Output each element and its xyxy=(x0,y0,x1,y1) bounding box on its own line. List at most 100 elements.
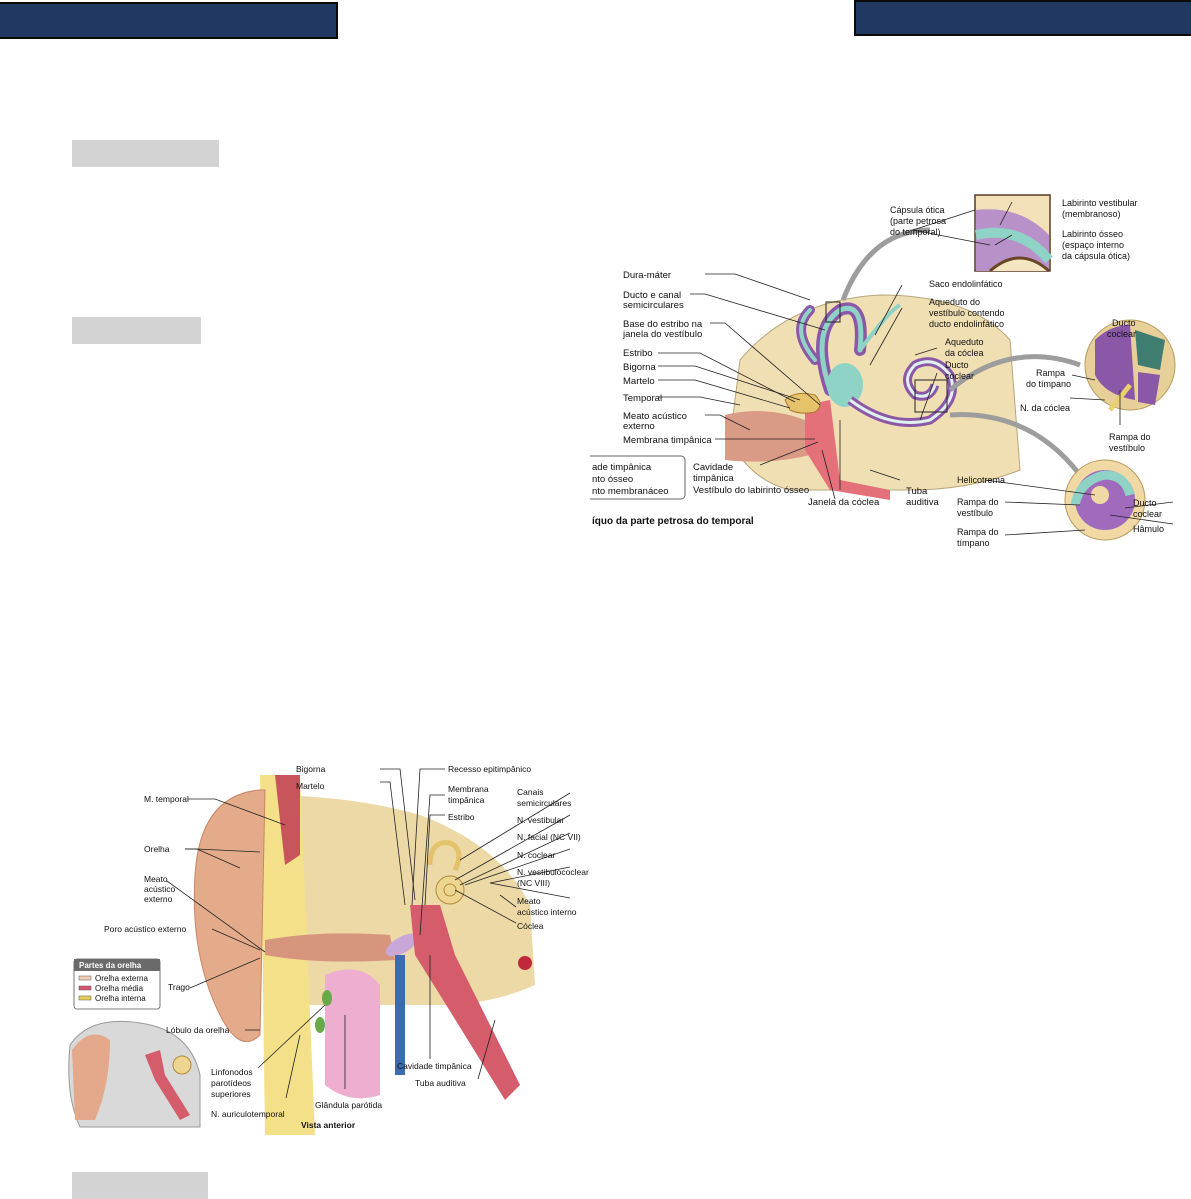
vestibule-shape xyxy=(827,363,863,407)
label-trago: Trago xyxy=(168,982,190,992)
label-bigorna: Bigorna xyxy=(623,362,656,373)
label-base-estribo-1: Base do estribo na xyxy=(623,319,703,330)
redacted-heading-1 xyxy=(72,140,219,167)
label-hamulo: Hâmulo xyxy=(1133,524,1164,534)
label-lab-vest-1: Labirinto vestibular xyxy=(1062,198,1138,208)
inset-section-scala-tympani xyxy=(1095,325,1135,400)
label-lab-vest-2: (membranoso) xyxy=(1062,209,1121,219)
label-n-vestibular: N. vestibular xyxy=(517,815,564,825)
label-n-facial: N. facial (NC VII) xyxy=(517,832,581,842)
label-martelo: Martelo xyxy=(623,376,655,387)
label-linf-3: superiores xyxy=(211,1089,251,1099)
small-ear-inset xyxy=(68,1020,201,1128)
redacted-heading-3 xyxy=(72,1172,208,1199)
label-membrana-2: timpânica xyxy=(448,795,485,805)
header-bar-left xyxy=(0,2,338,39)
label-meato-2: acústico xyxy=(144,884,175,894)
label-m-temporal: M. temporal xyxy=(144,794,189,804)
tympanic-membrane-shape xyxy=(385,933,419,957)
cochlea-highlight-box xyxy=(914,379,948,413)
inset-section-cochlear-duct xyxy=(1135,330,1165,370)
arrow-to-section-inset xyxy=(948,354,1081,392)
label-ducto-canal-2: semicirculares xyxy=(623,300,684,311)
label-meato-1: Meato xyxy=(144,874,168,884)
label-cavidade-timpanica: Cavidade timpânica xyxy=(397,1061,472,1071)
external-canal-shape xyxy=(725,411,810,462)
header-bar-right xyxy=(854,0,1191,36)
inset-capsule-bone xyxy=(989,256,1051,273)
label-section-ducto-1: Ducto xyxy=(1112,318,1136,328)
label-ducto-coclear-2: coclear xyxy=(945,371,974,381)
label-aqued-vest-1: Aqueduto do xyxy=(929,297,980,307)
label-n-coclear: N. coclear xyxy=(517,850,555,860)
label-cavidade-1: Cavidade xyxy=(693,462,733,473)
legend-label-interna: Orelha interna xyxy=(95,994,146,1003)
label-canais-1: Canais xyxy=(517,787,543,797)
partial-legend: ade timpânica nto ósseo nto membranáceo xyxy=(592,462,669,497)
legend-label-media: Orelha média xyxy=(95,984,144,993)
label-helicotrema: Helicotrema xyxy=(957,475,1005,485)
label-temporal: Temporal xyxy=(623,393,662,404)
temporal-muscle xyxy=(275,775,300,865)
arrow-to-spiral-inset xyxy=(949,412,1082,477)
label-recesso: Recesso epitimpânico xyxy=(448,764,531,774)
label-section-rampa-t-2: do tímpano xyxy=(1026,379,1071,389)
label-linf-1: Linfonodos xyxy=(211,1067,253,1077)
label-linf-2: parotídeos xyxy=(211,1078,251,1088)
label-martelo: Martelo xyxy=(296,781,325,791)
label-n-vc-1: N. vestibulococlear xyxy=(517,867,589,877)
label-bigorna: Bigorna xyxy=(296,764,326,774)
arrow-to-capsule-inset xyxy=(840,227,931,301)
label-ducto-coclear-1: Ducto xyxy=(945,360,969,370)
leader-lines-top xyxy=(658,201,1174,536)
labels-right-bottom: Canais semicirculares N. vestibular N. f… xyxy=(517,787,589,931)
auditory-tube-shape xyxy=(410,905,520,1100)
legend-swatch-media xyxy=(78,985,92,991)
leader-lines-bottom xyxy=(166,768,571,1099)
label-n-auriculotemporal: N. auriculotemporal xyxy=(211,1109,285,1119)
legend-items: Orelha externa Orelha média Orelha inter… xyxy=(78,974,148,1003)
label-lab-osseo-2: (espaço interno xyxy=(1062,240,1124,250)
label-aqued-vest-3: ducto endolinfático xyxy=(929,319,1004,329)
semicircular-canals-shape xyxy=(427,840,462,872)
partial-legend-line-2: nto ósseo xyxy=(592,474,633,485)
label-section-rampa-v-1: Rampa do xyxy=(1109,432,1151,442)
labels-top-bottom: Bigorna Martelo Recesso epitimpânico Mem… xyxy=(296,764,531,822)
endolymphatic-duct xyxy=(858,303,902,352)
ossicles-shape xyxy=(784,392,821,414)
label-coclea: Cóclea xyxy=(517,921,544,931)
redacted-heading-2 xyxy=(72,317,201,344)
label-meato-int-1: Meato xyxy=(517,896,541,906)
ear-anterior-illustration: Partes da orelha Orelha externa Orelha m… xyxy=(68,764,589,1135)
figure-bottom-caption: Vista anterior xyxy=(301,1120,356,1130)
label-section-ducto-2: coclear xyxy=(1107,329,1136,339)
label-tuba-1: Tuba xyxy=(906,486,928,497)
label-capsula-3: do temporal) xyxy=(890,227,941,237)
label-lobulo: Lóbulo da orelha xyxy=(166,1025,230,1035)
label-canais-2: semicirculares xyxy=(517,798,571,808)
cochlea-spiral xyxy=(847,357,957,427)
label-section-rampa-v-2: vestíbulo xyxy=(1109,443,1145,453)
label-spiral-rampa-t-1: Rampa do xyxy=(957,527,999,537)
inset-capsule-teal xyxy=(974,227,1053,264)
label-saco-endolinfatico: Saco endolinfático xyxy=(929,279,1003,289)
label-spiral-rampa-v-1: Rampa do xyxy=(957,497,999,507)
label-glandula-parotida: Glândula parótida xyxy=(315,1100,382,1110)
labels-middle-right: Saco endolinfático Aqueduto do vestíbulo… xyxy=(929,279,1005,381)
label-aqued-coc-2: da cóclea xyxy=(945,348,984,358)
partial-legend-line-3: nto membranáceo xyxy=(592,486,669,497)
label-cavidade-2: timpânica xyxy=(693,473,734,484)
label-tuba-auditiva: Tuba auditiva xyxy=(415,1078,466,1088)
label-meato-3: externo xyxy=(144,894,173,904)
inset-spiral-teal xyxy=(1070,470,1135,507)
figure-ear-anterior-view: Partes da orelha Orelha externa Orelha m… xyxy=(60,755,590,1135)
label-spiral-rampa-v-2: vestíbulo xyxy=(957,508,993,518)
legend-header-bg xyxy=(74,959,160,971)
label-spiral-ducto-1: Ducto xyxy=(1133,498,1157,508)
labels-lower-bottom: Cavidade timpânica Tuba auditiva Glândul… xyxy=(315,1061,472,1110)
label-meato-1: Meato acústico xyxy=(623,411,687,422)
legend-swatch-interna xyxy=(78,995,92,1001)
legend-label-externa: Orelha externa xyxy=(95,974,148,983)
parotid-gland-shape xyxy=(325,969,380,1099)
inset-section-scala-vestibuli xyxy=(1138,372,1160,405)
